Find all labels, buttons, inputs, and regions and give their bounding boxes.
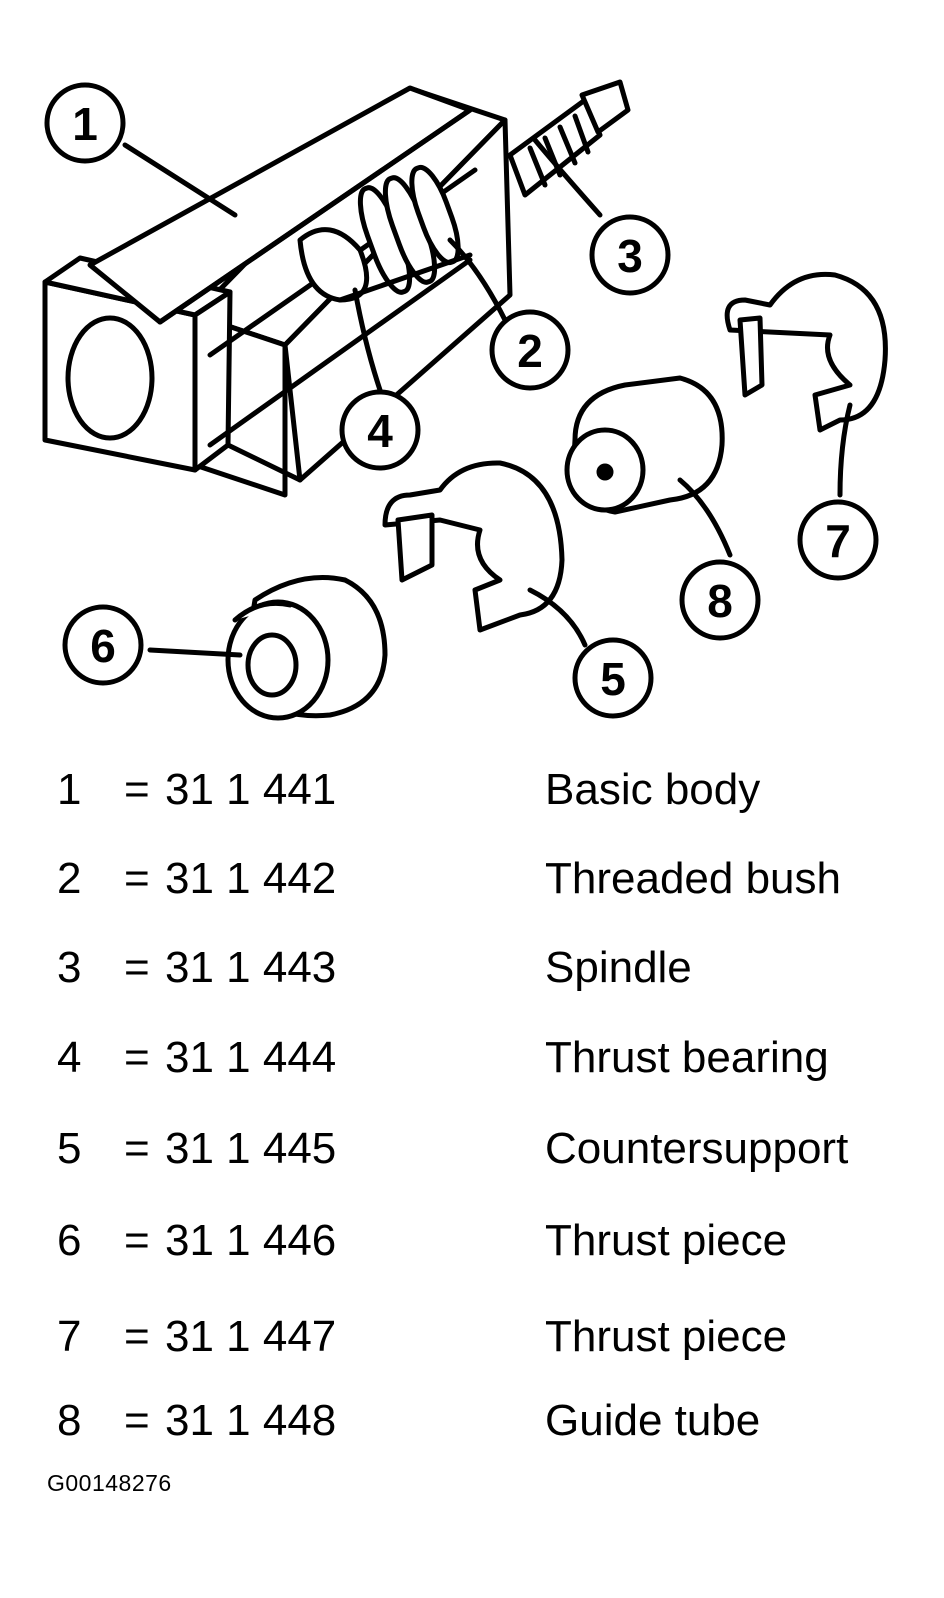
part-code: 31 1 445 bbox=[165, 1124, 337, 1173]
equals-sign: = bbox=[124, 854, 150, 903]
thrust-piece-6-drawing bbox=[225, 575, 388, 721]
part-number: 7 bbox=[57, 1312, 82, 1361]
part-code: 31 1 442 bbox=[165, 854, 337, 903]
part-code: 31 1 441 bbox=[165, 765, 337, 814]
part-row: 2 = 31 1 442 Threaded bush bbox=[0, 849, 944, 909]
part-code: 31 1 447 bbox=[165, 1312, 337, 1361]
part-number: 4 bbox=[57, 1033, 82, 1082]
equals-sign: = bbox=[124, 1216, 150, 1265]
equals-sign: = bbox=[124, 1396, 150, 1445]
callout-3: 3 bbox=[617, 230, 643, 282]
part-name: Thrust piece bbox=[545, 1216, 788, 1265]
part-name: Spindle bbox=[545, 943, 692, 992]
callout-5: 5 bbox=[600, 653, 626, 705]
callout-8: 8 bbox=[707, 575, 733, 627]
guide-tube-drawing bbox=[564, 375, 725, 515]
part-row: 6 = 31 1 446 Thrust piece bbox=[0, 1211, 944, 1271]
part-row: 5 = 31 1 445 Countersupport bbox=[0, 1119, 944, 1179]
equals-sign: = bbox=[124, 1124, 150, 1173]
equals-sign: = bbox=[124, 1033, 150, 1082]
countersupport-drawing bbox=[382, 460, 565, 633]
part-code: 31 1 444 bbox=[165, 1033, 337, 1082]
part-code: 31 1 446 bbox=[165, 1216, 337, 1265]
equals-sign: = bbox=[124, 1312, 150, 1361]
callout-7: 7 bbox=[825, 515, 851, 567]
figure-id: G00148276 bbox=[47, 1470, 172, 1496]
part-name: Thrust piece bbox=[545, 1312, 788, 1361]
callout-2: 2 bbox=[517, 325, 543, 377]
part-name: Guide tube bbox=[545, 1396, 761, 1445]
equals-sign: = bbox=[124, 765, 150, 814]
callout-6: 6 bbox=[90, 620, 116, 672]
part-name: Threaded bush bbox=[545, 854, 841, 903]
part-row: 3 = 31 1 443 Spindle bbox=[0, 938, 944, 998]
part-name: Basic body bbox=[545, 765, 761, 814]
callout-circles bbox=[44, 82, 879, 719]
leader-lines bbox=[122, 137, 853, 658]
part-number: 6 bbox=[57, 1216, 82, 1265]
part-number: 5 bbox=[57, 1124, 82, 1173]
part-name: Countersupport bbox=[545, 1124, 849, 1173]
part-number: 2 bbox=[57, 854, 82, 903]
spindle-drawing bbox=[507, 79, 631, 198]
part-name: Thrust bearing bbox=[545, 1033, 829, 1082]
part-number: 1 bbox=[57, 765, 82, 814]
equals-sign: = bbox=[124, 943, 150, 992]
basic-body-drawing bbox=[42, 85, 513, 498]
part-row: 8 = 31 1 448 Guide tube bbox=[0, 1391, 944, 1451]
part-code: 31 1 443 bbox=[165, 943, 337, 992]
part-row: 7 = 31 1 447 Thrust piece bbox=[0, 1307, 944, 1367]
part-row: 1 = 31 1 441 Basic body bbox=[0, 760, 944, 820]
thrust-piece-7-drawing bbox=[724, 271, 888, 433]
part-code: 31 1 448 bbox=[165, 1396, 337, 1445]
callout-4: 4 bbox=[367, 405, 393, 457]
tool-exploded-view: 1 2 3 4 5 6 7 8 bbox=[42, 79, 888, 721]
part-row: 4 = 31 1 444 Thrust bearing bbox=[0, 1028, 944, 1088]
callout-1: 1 bbox=[72, 98, 98, 150]
part-number: 3 bbox=[57, 943, 82, 992]
part-number: 8 bbox=[57, 1396, 82, 1445]
